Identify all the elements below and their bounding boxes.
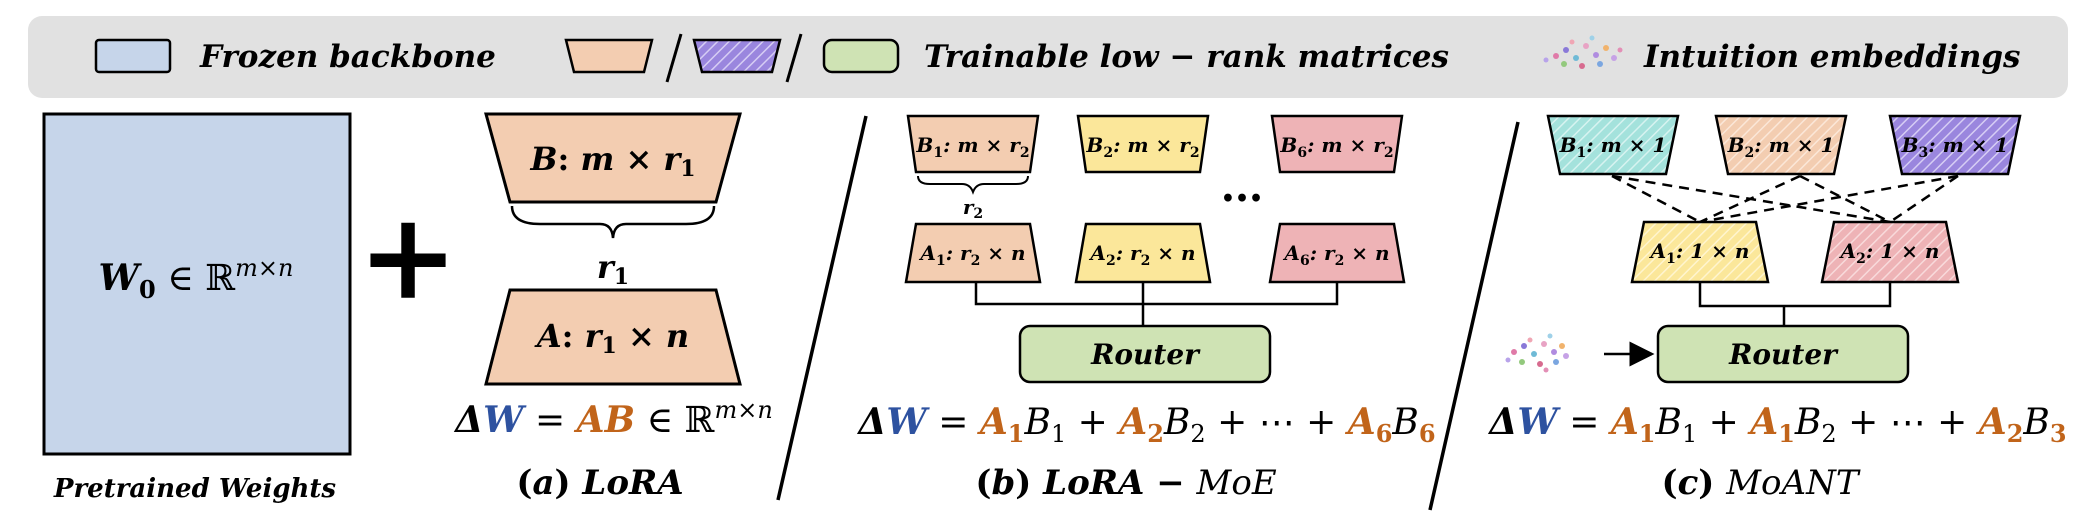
legend-background [28,16,2068,98]
moant-b2-label: B2: m × 1 [1727,133,1835,161]
moant-panel: B1: m × 1 B2: m × 1 B3: m × 1 A1: 1 × n … [1487,114,2067,503]
moe-b2-matrix [1076,114,1210,174]
intuition-embeddings-icon [1543,35,1623,69]
pretrained-weight-matrix [42,112,352,456]
moe-b2-label: B2: m × r2 [1085,133,1199,161]
moe-rank-label: r2 [963,195,983,222]
w0-formula: W0 ∈ ℝm×n [99,254,294,304]
moant-a1-label: A1: 1 × n [1649,239,1750,267]
moant-a2-label: A2: 1 × n [1839,239,1940,267]
moe-a6-matrix [1268,222,1406,284]
lora-moe-panel: B1: m × r2 B2: m × r2 B6: m × r2 r2 ••• … [856,114,1436,503]
pretrained-weights-caption: Pretrained Weights [53,474,336,504]
moe-ellipsis: ••• [1221,186,1263,212]
lora-rank-label: r1 [597,248,629,290]
moant-a2-matrix [1820,220,1960,284]
legend-frozen-label: Frozen backbone [199,39,496,75]
legend-intuition-label: Intuition embeddings [1643,39,2021,75]
trainable-swatch-hatched-purple [692,38,782,74]
moe-a1-label: A1: r2 × n [918,241,1025,269]
moe-a1-matrix [904,222,1042,284]
moant-b1-matrix [1546,114,1680,176]
intuition-embeddings-input-icon [1505,333,1569,373]
frozen-swatch [94,38,172,74]
moant-router-label: Router [1728,338,1839,371]
moe-rank-brace [917,175,1029,195]
lora-rank-brace [510,205,716,239]
moe-caption: (b) LoRA − MoE [975,463,1276,503]
moant-b3-matrix [1888,114,2022,176]
moe-router-connectors [974,282,1339,326]
legend-trainable-label: Trainable low − rank matrices [924,39,1449,75]
moant-delta-formula: ΔW = A1B1 + A1B2 + ⋯ + A2B3 [1487,401,2066,448]
panel-divider-2 [1428,121,1520,511]
moant-b3-label: B3: m × 1 [1901,133,2009,161]
moant-b1-label: B1: m × 1 [1559,133,1667,161]
moe-router-box [1018,324,1272,384]
panel-divider-1 [776,115,868,501]
moe-delta-formula: ΔW = A1B1 + A2B2 + ⋯ + A6B6 [856,401,1435,448]
lora-panel: B: m × r1 r1 A: r1 × n ΔW = AB ∈ ℝm×n (a… [453,112,773,503]
moant-caption: (c) MoANT [1662,463,1861,503]
moant-b2-matrix [1714,114,1848,176]
lora-delta-formula: ΔW = AB ∈ ℝm×n [453,396,773,441]
legend-separator-1 [665,33,683,83]
legend-bar: Frozen backbone Trainable low − rank mat… [28,16,2068,98]
trainable-swatch-orange [564,38,654,74]
moe-router-label: Router [1090,338,1201,371]
plus-sign: + [358,186,459,327]
trainable-swatch-green [822,38,900,74]
legend-separator-2 [785,33,803,83]
lora-a-label: A: r1 × n [534,317,689,359]
moe-b6-label: B6: m × r2 [1279,133,1393,161]
moant-a1-matrix [1630,220,1770,284]
moe-b6-matrix [1270,114,1404,174]
moe-a2-label: A2: r2 × n [1088,241,1195,269]
lora-b-matrix [484,112,742,204]
moe-a6-label: A6: r2 × n [1282,241,1389,269]
moant-router-connectors [1698,282,1892,326]
lora-caption: (a) LoRA [516,463,683,503]
lora-a-matrix [484,288,742,386]
lora-b-label: B: m × r1 [529,140,695,182]
pretrained-weights-panel: W0 ∈ ℝm×n Pretrained Weights [42,112,352,504]
moant-router-box [1656,324,1910,384]
moe-b1-matrix [906,114,1040,174]
moe-a2-matrix [1074,222,1212,284]
moe-b1-label: B1: m × r2 [915,133,1029,161]
